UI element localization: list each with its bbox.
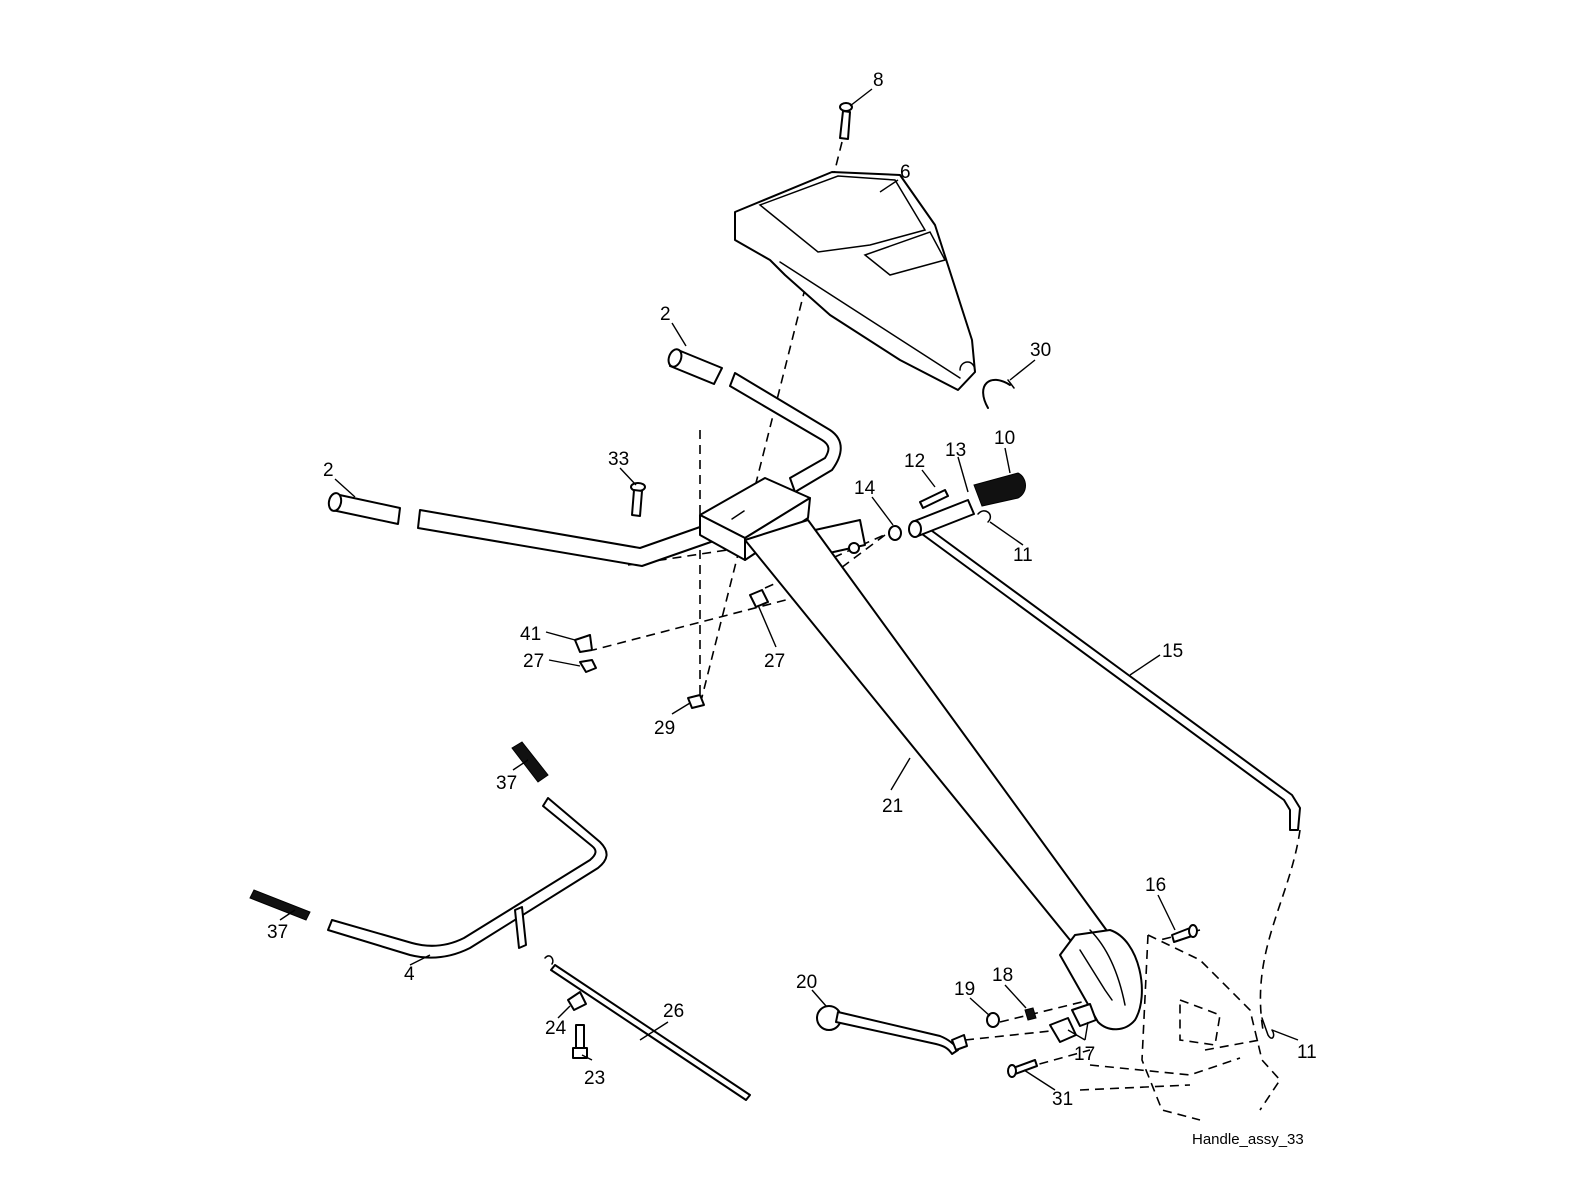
callout-16: 16 bbox=[1145, 875, 1166, 896]
handle-grip-upper bbox=[667, 348, 723, 385]
nut-27-left bbox=[579, 659, 597, 673]
callout-2-upper: 2 bbox=[660, 304, 671, 325]
diagram-caption: Handle_assy_33 bbox=[1192, 1131, 1304, 1148]
assembly-guide-lines bbox=[554, 141, 1301, 1069]
clip-11-lower bbox=[1261, 1017, 1275, 1039]
callout-31: 31 bbox=[1052, 1089, 1073, 1110]
callout-27-left: 27 bbox=[523, 651, 544, 672]
callout-37-upper: 37 bbox=[496, 773, 517, 794]
callout-24: 24 bbox=[545, 1018, 567, 1039]
bolt-23 bbox=[572, 1024, 588, 1059]
callout-18: 18 bbox=[992, 965, 1013, 986]
bolt-31 bbox=[1007, 1059, 1038, 1078]
callout-10: 10 bbox=[994, 428, 1015, 449]
pivot-assembly bbox=[888, 472, 1026, 541]
shift-lever-20 bbox=[816, 1005, 968, 1055]
nut-27-right bbox=[749, 589, 769, 608]
callout-20: 20 bbox=[796, 972, 817, 993]
callout-8: 8 bbox=[873, 70, 884, 91]
nut-18 bbox=[1024, 1007, 1037, 1021]
spacers-17 bbox=[1049, 1003, 1097, 1043]
screw-8 bbox=[839, 102, 853, 140]
callout-30: 30 bbox=[1030, 340, 1051, 361]
callout-23: 23 bbox=[584, 1068, 605, 1089]
callout-19: 19 bbox=[954, 979, 975, 1000]
bolt-33 bbox=[630, 482, 646, 517]
callout-11-lower: 11 bbox=[1297, 1042, 1317, 1063]
grip-37-upper bbox=[511, 741, 549, 783]
callout-29: 29 bbox=[654, 718, 675, 739]
callout-4: 4 bbox=[404, 964, 415, 985]
grip-37-left bbox=[249, 889, 311, 921]
main-handle-tube bbox=[744, 519, 1143, 1031]
callout-11-upper: 11 bbox=[1013, 545, 1033, 566]
callout-12: 12 bbox=[904, 451, 925, 472]
callout-33: 33 bbox=[608, 449, 629, 470]
callout-41: 41 bbox=[520, 624, 541, 645]
clip-24 bbox=[567, 991, 587, 1011]
callout-14: 14 bbox=[854, 478, 876, 499]
clip-ring-30 bbox=[982, 379, 1015, 409]
callout-27-right: 27 bbox=[764, 651, 785, 672]
control-rod bbox=[921, 527, 1301, 831]
callout-labels: 8 6 2 30 2 33 12 13 10 14 11 15 41 27 27… bbox=[267, 70, 1317, 1110]
lower-handle bbox=[327, 797, 608, 959]
clip-41 bbox=[574, 634, 593, 653]
callout-26: 26 bbox=[663, 1001, 684, 1022]
callout-6: 6 bbox=[900, 162, 911, 183]
nut-29 bbox=[687, 694, 705, 709]
bolt-16 bbox=[1171, 924, 1198, 943]
callout-13: 13 bbox=[945, 440, 966, 461]
leader-lines bbox=[279, 88, 1299, 1091]
callout-17: 17 bbox=[1074, 1044, 1095, 1065]
washer-19 bbox=[986, 1012, 1000, 1028]
handle-grip-left bbox=[327, 492, 401, 525]
console-cover bbox=[734, 171, 976, 391]
callout-2-left: 2 bbox=[323, 460, 334, 481]
callout-37-left: 37 bbox=[267, 922, 288, 943]
callout-21: 21 bbox=[882, 796, 903, 817]
callout-15: 15 bbox=[1162, 641, 1183, 662]
tiller-frame-phantom bbox=[1079, 934, 1282, 1121]
